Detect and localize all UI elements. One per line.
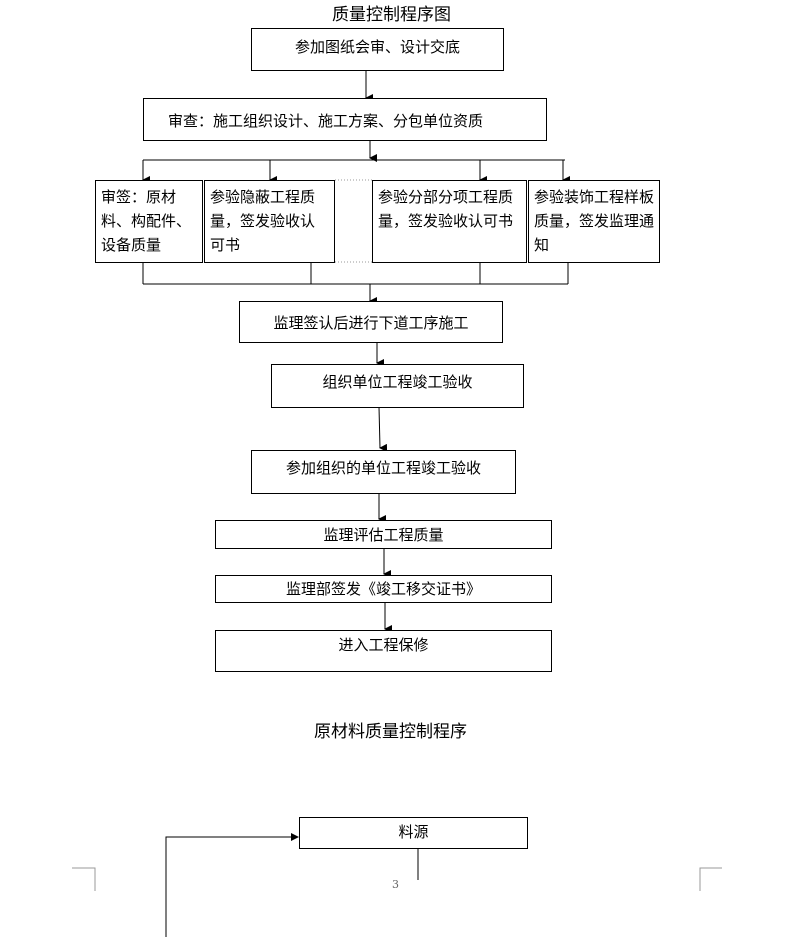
branch-sub-divisional-works: 参验分部分项工程质量，签发验收认可书 (372, 180, 527, 263)
step-handover-certificate: 监理部签发《竣工移交证书》 (215, 575, 552, 603)
branch-material-approval: 审签：原材料、构配件、设备质量 (95, 180, 203, 263)
step-drawing-review: 参加图纸会审、设计交底 (251, 28, 504, 71)
branch-concealed-works: 参验隐蔽工程质量，签发验收认可书 (204, 180, 335, 263)
step-quality-assessment: 监理评估工程质量 (215, 520, 552, 549)
step-organize-completion-acceptance: 组织单位工程竣工验收 (271, 364, 524, 408)
step-next-process-approval: 监理签认后进行下道工序施工 (239, 301, 503, 343)
branch-decoration-sample: 参验装饰工程样板质量，签发监理通知 (528, 180, 660, 263)
flowchart-title: 质量控制程序图 (332, 5, 451, 25)
step-review-construction-plan: 审查：施工组织设计、施工方案、分包单位资质 (143, 98, 547, 141)
page-number: 3 (392, 878, 399, 891)
step-join-completion-acceptance: 参加组织的单位工程竣工验收 (251, 450, 516, 494)
step-warranty: 进入工程保修 (215, 630, 552, 672)
flowchart-title-materials: 原材料质量控制程序 (314, 722, 467, 742)
step-material-source: 料源 (299, 817, 528, 849)
